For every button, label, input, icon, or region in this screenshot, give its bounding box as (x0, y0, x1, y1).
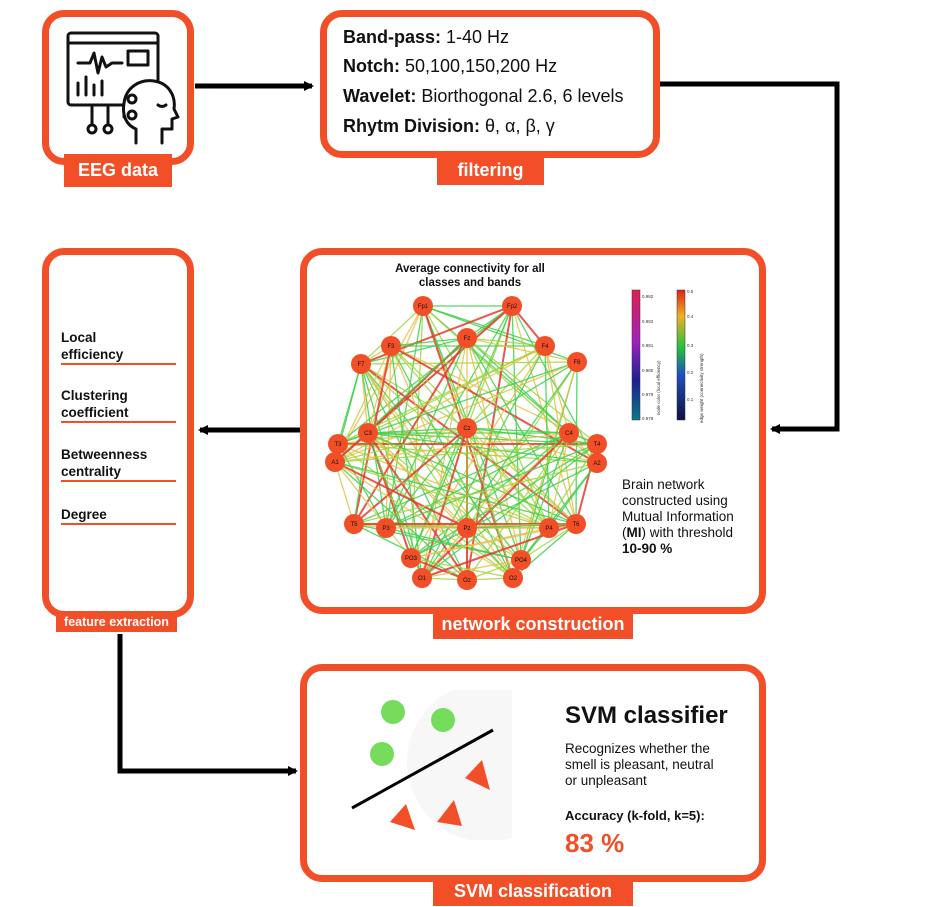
eeg-monitor-head-icon (66, 31, 180, 145)
eeg-data-label: EEG data (64, 154, 172, 187)
svm-illustration (351, 690, 512, 840)
class-circle (381, 700, 405, 724)
svm-classification-label: SVM classification (433, 876, 633, 906)
class-circle (431, 708, 455, 732)
node-colorbar (631, 289, 641, 421)
svm-title: SVM classifier (565, 702, 728, 729)
edge-tick: 0.5 (687, 289, 694, 294)
feature-underline (61, 421, 176, 423)
feature-extraction-box (42, 248, 194, 618)
feature-degree: Degree (61, 507, 107, 522)
edge-tick: 0.3 (687, 343, 694, 348)
network-construction-label: network construction (433, 609, 633, 639)
colorbars: 0.982 0.982 0.981 0.980 0.979 0.978 0.5 … (631, 289, 704, 423)
filter-rhythm-division: Rhytm Division: θ, α, β, γ (343, 116, 555, 136)
edge-colorbar-label: edge weight (connectivity strength) (699, 353, 704, 423)
arrow-features-to-svm (117, 634, 298, 776)
decision-boundary (351, 728, 494, 810)
edge-tick: 0.1 (687, 397, 694, 402)
node-tick: 0.979 (642, 392, 654, 397)
accuracy-value: 83 % (565, 828, 625, 858)
filter-notch: Notch: 50,100,150,200 Hz (343, 56, 558, 76)
edge-tick: 0.2 (687, 370, 694, 375)
node-colorbar-label: node color (local efficiency) (656, 360, 661, 415)
accuracy-label: Accuracy (k-fold, k=5): (565, 808, 705, 823)
feature-underline (61, 363, 176, 365)
edge-colorbar (676, 289, 686, 421)
feature-extraction-label: feature extraction (56, 612, 177, 632)
node-tick: 0.981 (642, 343, 654, 348)
feature-underline (61, 480, 176, 482)
node-tick: 0.982 (642, 294, 654, 299)
node-tick: 0.978 (642, 416, 654, 421)
class-circle (370, 742, 394, 766)
class-triangle (437, 800, 462, 826)
class-triangle (465, 760, 490, 790)
filtering-label: filtering (437, 155, 544, 185)
filter-wavelet: Wavelet: Biorthogonal 2.6, 6 levels (343, 86, 624, 106)
network-description: Brain network constructed using Mutual I… (622, 477, 734, 556)
node-tick: 0.982 (642, 319, 654, 324)
arrow-filtering-to-network (660, 81, 840, 434)
eeg-data-box (42, 10, 194, 165)
class-triangle (390, 804, 415, 830)
filter-bandpass: Band-pass: 1-40 Hz (343, 27, 510, 47)
feature-underline (61, 523, 176, 525)
edge-tick: 0.4 (687, 314, 694, 319)
node-tick: 0.980 (642, 368, 654, 373)
filtering-box (320, 10, 660, 158)
